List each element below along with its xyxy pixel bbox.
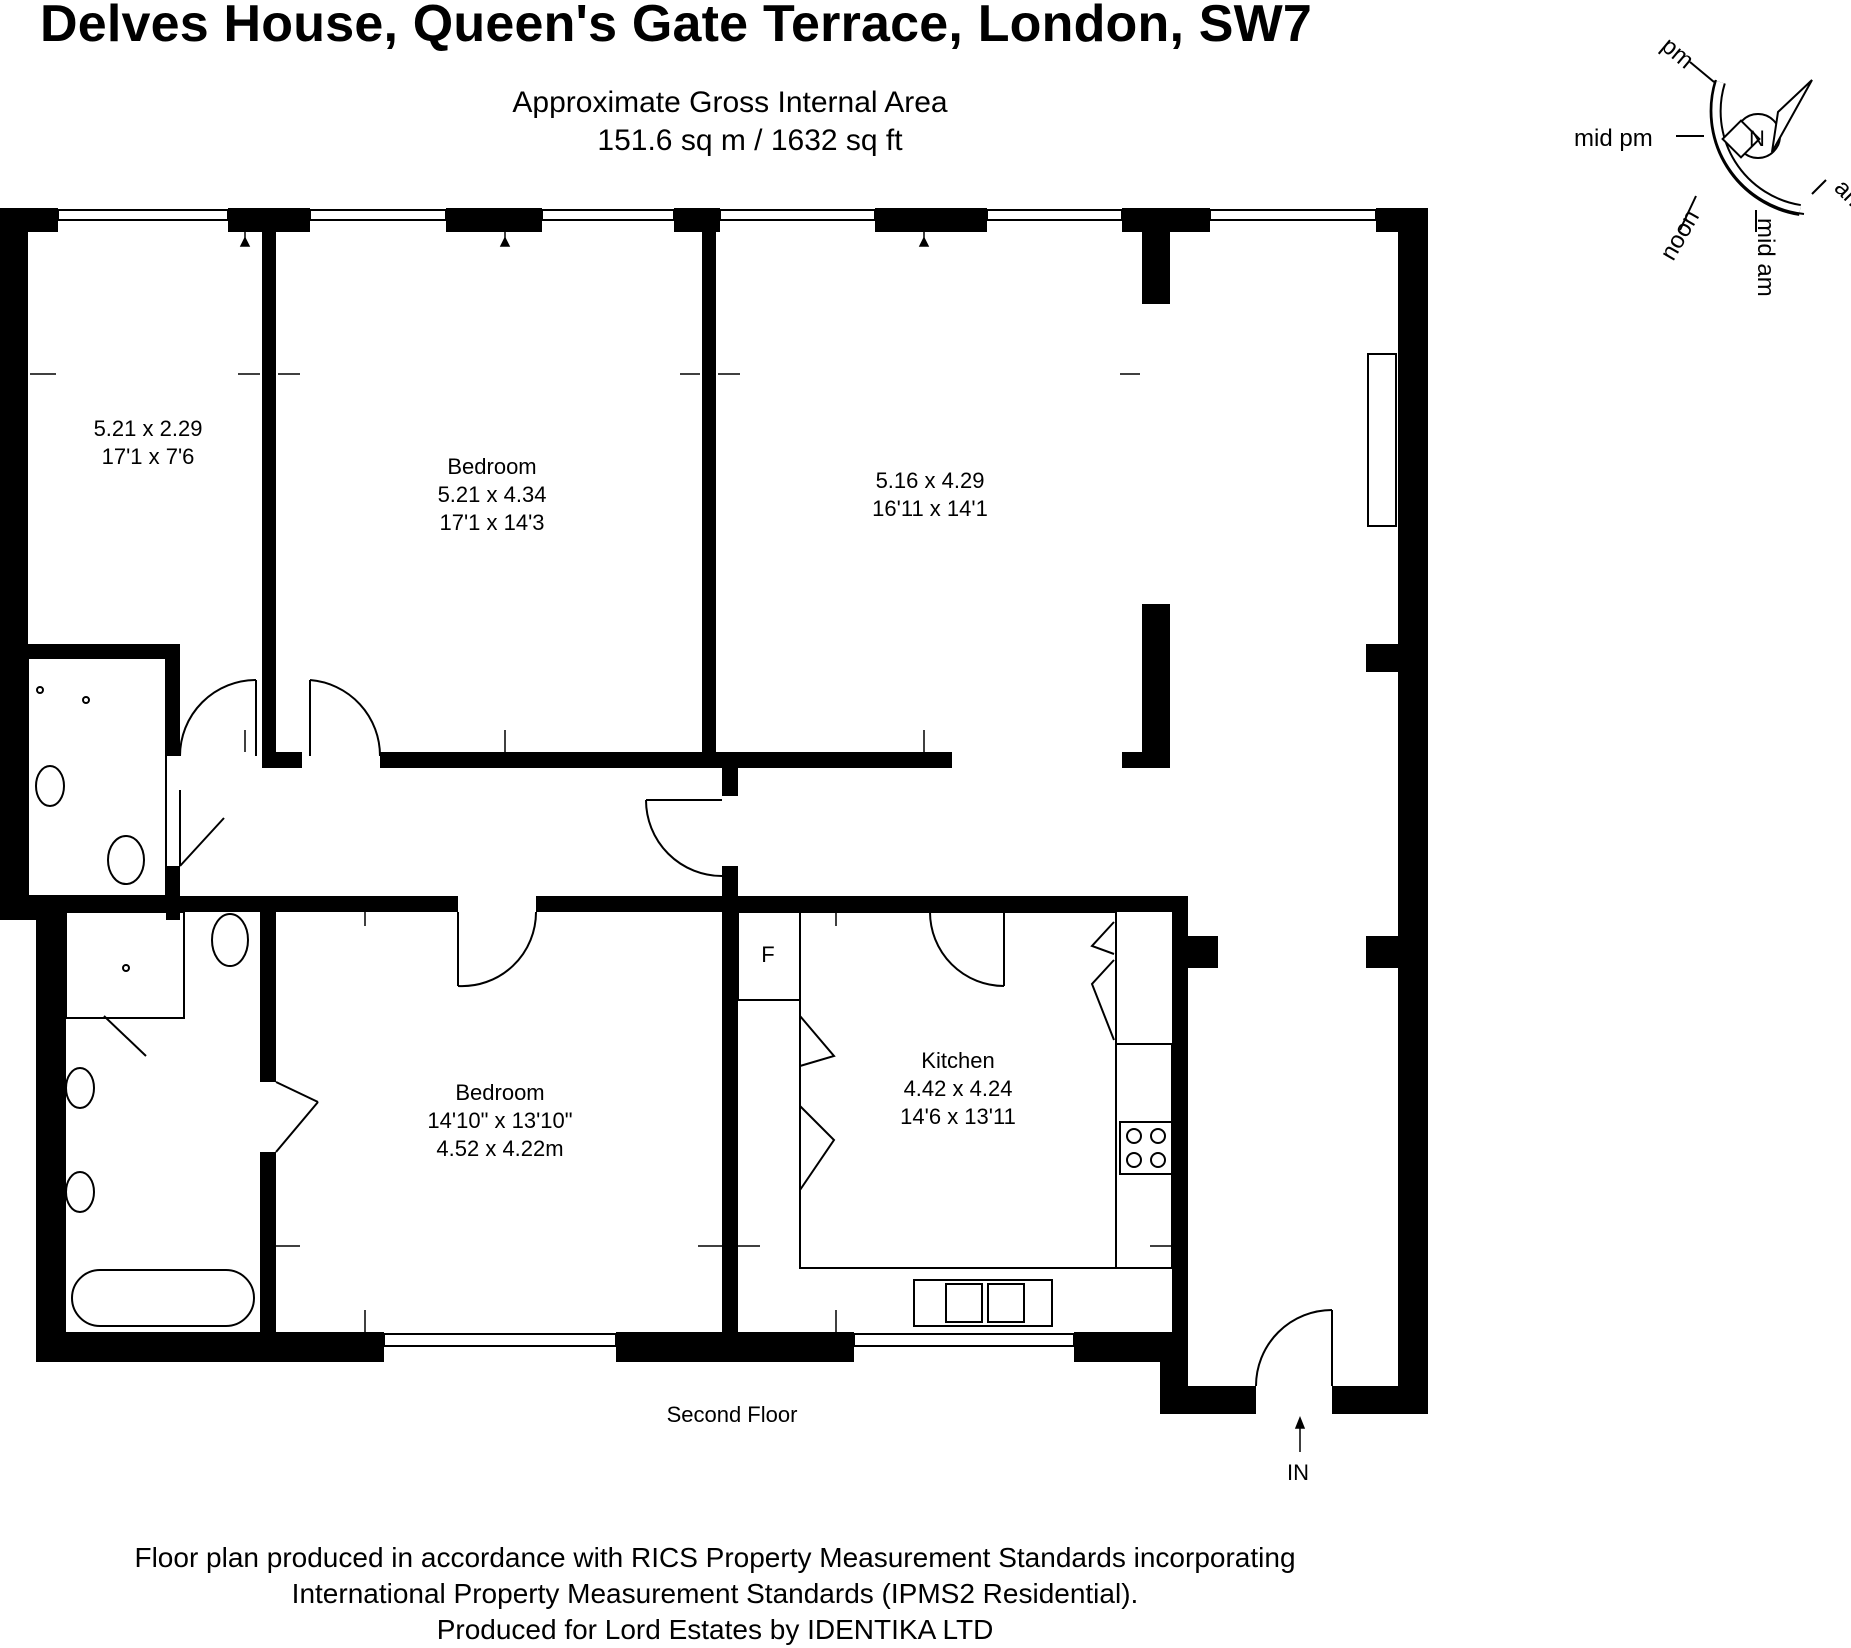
kitchen-name: Kitchen <box>921 1048 994 1073</box>
bedroom-top-name: Bedroom <box>447 454 536 479</box>
floor-label: Second Floor <box>667 1402 798 1427</box>
compass-am: am <box>1829 174 1851 217</box>
bedroom-bottom-dim-imperial: 14'10" x 13'10" <box>427 1108 572 1133</box>
footer-line-3: Produced for Lord Estates by IDENTIKA LT… <box>436 1614 994 1645</box>
compass-mid-pm: mid pm <box>1574 125 1653 152</box>
gross-area-value: 151.6 sq m / 1632 sq ft <box>597 124 903 157</box>
room1-dim-metric: 5.21 x 2.29 <box>94 416 203 441</box>
bedroom-top-dim-metric: 5.21 x 4.34 <box>438 482 547 507</box>
bedroom-top-dim-imperial: 17'1 x 14'3 <box>439 510 544 535</box>
footer-line-2: International Property Measurement Stand… <box>291 1578 1139 1609</box>
page-title: Delves House, Queen's Gate Terrace, Lond… <box>40 0 1313 53</box>
compass-pm: pm <box>1656 32 1699 74</box>
compass-noon: noon <box>1655 205 1705 265</box>
doors <box>103 679 1333 1387</box>
room-labels: 5.21 x 2.29 17'1 x 7'6 Bedroom 5.21 x 4.… <box>94 416 1309 1485</box>
north-arrow-icon <box>1771 79 1813 153</box>
gross-area-label: Approximate Gross Internal Area <box>512 86 948 119</box>
footer-notes: Floor plan produced in accordance with R… <box>40 1540 1390 1648</box>
kitchen-dim-metric: 4.42 x 4.24 <box>904 1076 1013 1101</box>
footer-line-1: Floor plan produced in accordance with R… <box>134 1542 1296 1573</box>
compass: N pm mid pm noon mid am am <box>1574 32 1851 296</box>
reception-dim-imperial: 16'11 x 14'1 <box>872 496 988 521</box>
bedroom-bottom-name: Bedroom <box>455 1080 544 1105</box>
bedroom-bottom-dim-metric: 4.52 x 4.22m <box>436 1136 563 1161</box>
compass-north: N <box>1749 126 1765 151</box>
compass-mid-am: mid am <box>1752 218 1779 297</box>
kitchen-dim-imperial: 14'6 x 13'11 <box>900 1104 1016 1129</box>
reception-dim-metric: 5.16 x 4.29 <box>876 468 985 493</box>
gross-area: Approximate Gross Internal Area 151.6 sq… <box>400 84 1060 160</box>
dimension-arrows <box>30 232 1306 1452</box>
room1-dim-imperial: 17'1 x 7'6 <box>102 444 195 469</box>
fixtures <box>27 657 1173 1327</box>
fridge-label: F <box>761 942 774 967</box>
walls <box>0 208 1428 1414</box>
windows <box>57 209 1397 1347</box>
entrance-label: IN <box>1287 1460 1309 1485</box>
